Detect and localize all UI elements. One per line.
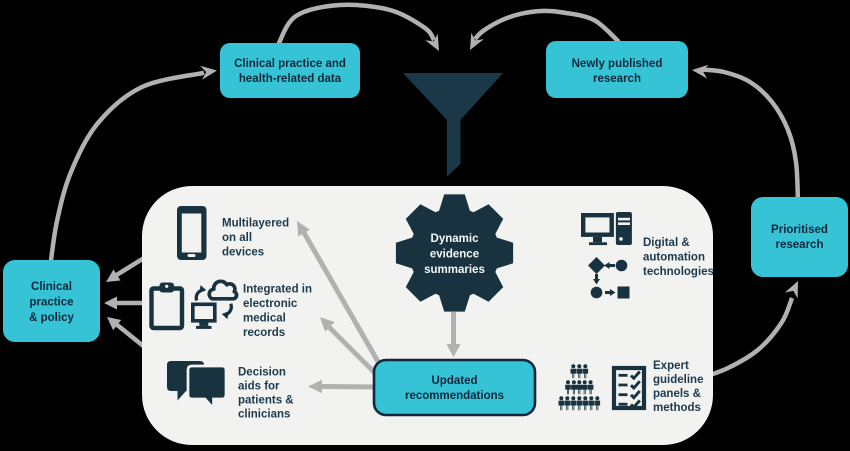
svg-text:practice: practice xyxy=(29,297,73,309)
svg-text:guideline: guideline xyxy=(653,374,703,386)
svg-text:health-related data: health-related data xyxy=(239,73,342,85)
svg-text:medical: medical xyxy=(243,313,286,325)
svg-text:evidence: evidence xyxy=(430,249,479,261)
svg-text:electronic: electronic xyxy=(243,298,298,310)
svg-text:technologies: technologies xyxy=(643,266,714,278)
svg-text:panels &: panels & xyxy=(653,388,701,400)
svg-text:Clinical practice and: Clinical practice and xyxy=(234,58,346,70)
svg-text:recommendations: recommendations xyxy=(405,390,504,402)
svg-text:Newly published: Newly published xyxy=(572,58,663,70)
svg-text:clinicians: clinicians xyxy=(238,409,290,421)
svg-text:Decision: Decision xyxy=(238,367,286,379)
svg-text:Expert: Expert xyxy=(653,360,689,372)
svg-text:automation: automation xyxy=(643,252,705,264)
svg-text:research: research xyxy=(776,239,824,251)
svg-text:Clinical: Clinical xyxy=(31,281,72,293)
svg-text:devices: devices xyxy=(222,247,264,259)
svg-text:methods: methods xyxy=(653,402,701,414)
svg-text:records: records xyxy=(243,327,285,339)
svg-text:Integrated in: Integrated in xyxy=(243,284,312,296)
svg-text:Updated: Updated xyxy=(432,375,478,387)
svg-text:& policy: & policy xyxy=(29,312,74,324)
svg-text:Dynamic: Dynamic xyxy=(431,233,480,245)
svg-text:Prioritised: Prioritised xyxy=(771,224,828,236)
svg-text:Digital &: Digital & xyxy=(643,237,690,249)
svg-text:on all: on all xyxy=(222,232,252,244)
svg-text:patients &: patients & xyxy=(238,395,294,407)
svg-text:research: research xyxy=(593,73,641,85)
svg-text:aids for: aids for xyxy=(238,381,280,393)
svg-text:summaries: summaries xyxy=(424,264,485,276)
svg-text:Multilayered: Multilayered xyxy=(222,218,289,230)
